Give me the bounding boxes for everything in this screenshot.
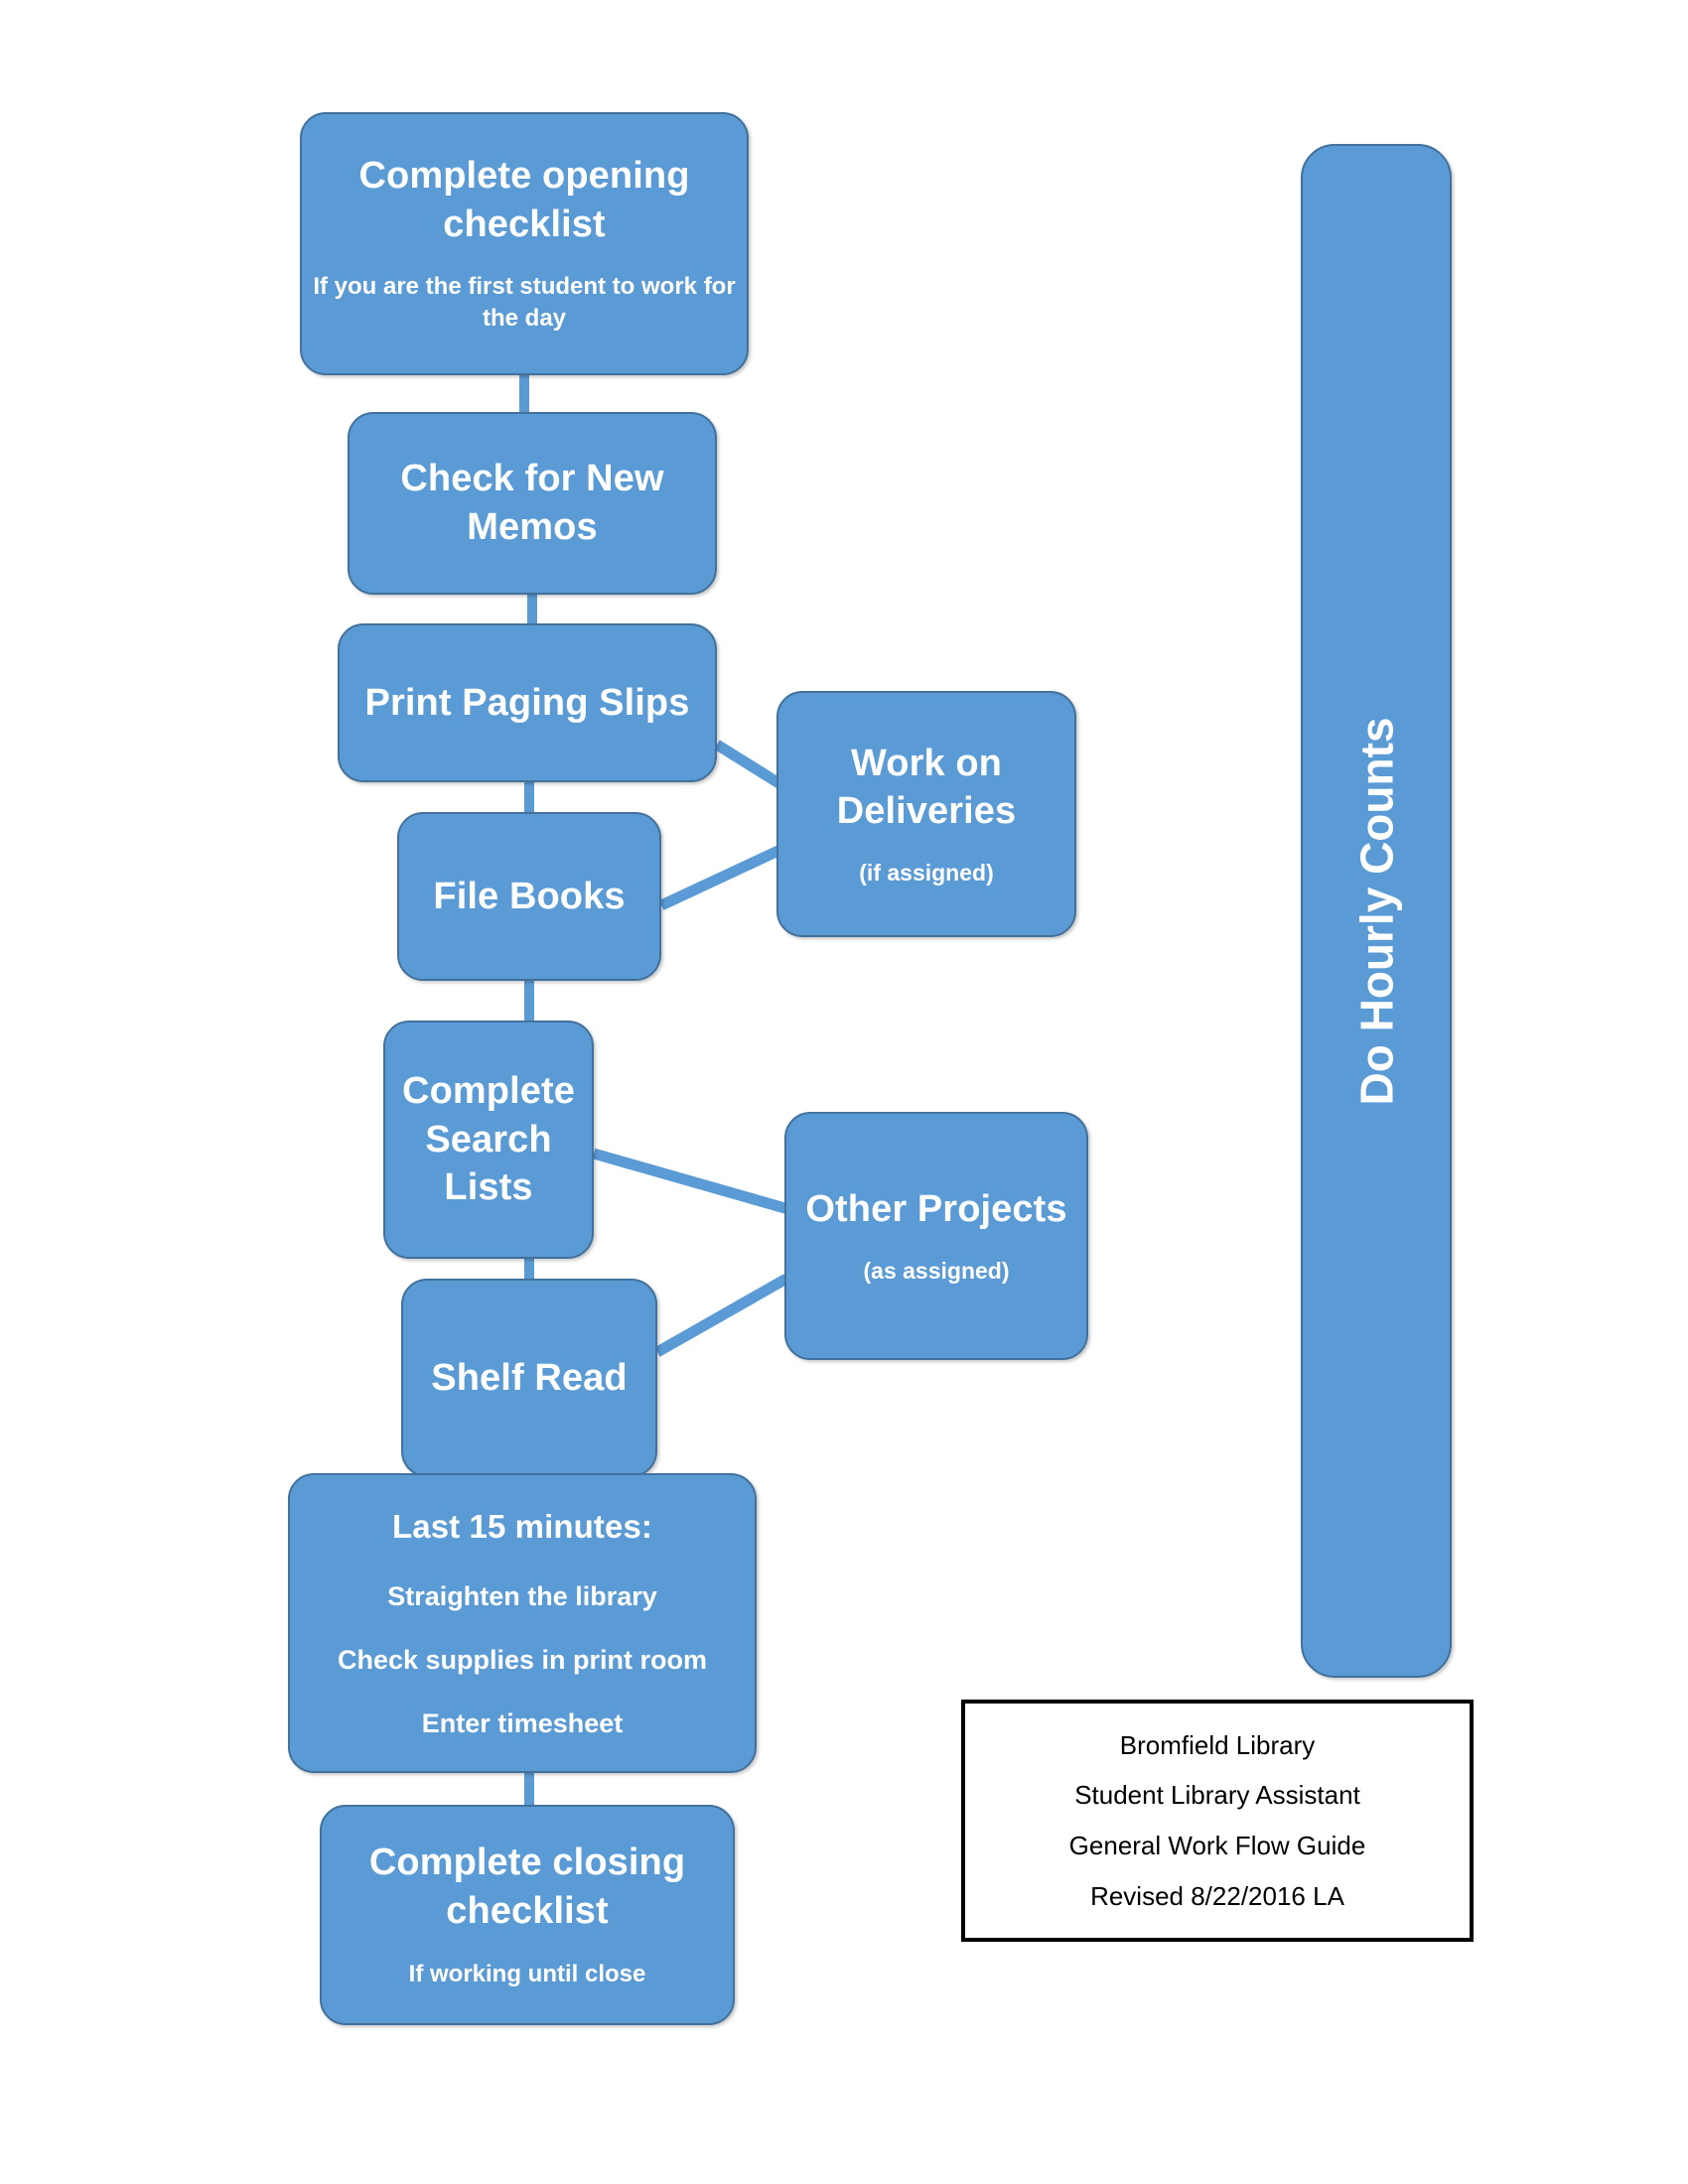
node-do-hourly-counts[interactable]: Do Hourly Counts [1301,144,1452,1678]
node-title: Work on Deliveries [836,742,1017,833]
node-title: Complete opening checklist [358,155,690,246]
connector-search-lists-to-shelf-read [524,1253,534,1289]
connector-paging-to-file-books [524,776,534,822]
node-work-on-deliveries[interactable]: Work on Deliveries (if assigned) [776,691,1076,937]
node-subtitle: (if assigned) [859,860,994,887]
node-task-enter-timesheet: Enter timesheet [421,1708,624,1739]
node-title: Other Projects [805,1188,1067,1231]
node-title: File Books [433,875,626,917]
connector-last-15-minutes-to-closing [524,1767,534,1813]
connector-search-lists-to-other-projects [592,1148,790,1215]
caption-role: Student Library Assistant [1074,1780,1360,1811]
node-complete-search-lists[interactable]: Complete Search Lists [383,1021,594,1259]
connector-paging-to-deliveries [714,740,783,789]
caption-document-title: General Work Flow Guide [1068,1831,1366,1860]
node-check-for-new-memos[interactable]: Check for New Memos [348,412,717,595]
connector-file-books-to-deliveries [658,844,785,910]
node-title: Check for New Memos [400,458,664,548]
node-title: Shelf Read [431,1356,628,1399]
node-task-check-supplies: Check supplies in print room [337,1644,708,1675]
node-subtitle: (as assigned) [863,1257,1010,1284]
node-title: Last 15 minutes: [391,1508,652,1546]
node-complete-closing-checklist[interactable]: Complete closing checklist If working un… [320,1805,735,2025]
node-print-paging-slips[interactable]: Print Paging Slips [338,623,717,782]
node-complete-opening-checklist[interactable]: Complete opening checklist If you are th… [300,112,749,375]
node-title: Do Hourly Counts [1350,717,1403,1105]
connector-shelf-read-to-other-projects [654,1274,789,1357]
node-subtitle: If you are the first student to work for… [313,272,736,333]
node-task-straighten-library: Straighten the library [387,1580,657,1611]
node-last-15-minutes[interactable]: Last 15 minutes: Straighten the library … [288,1473,757,1773]
node-other-projects[interactable]: Other Projects (as assigned) [784,1112,1088,1360]
connector-opening-to-memos [519,369,529,421]
connector-file-books-to-search-lists [524,975,534,1030]
node-title: Complete closing checklist [368,1842,686,1932]
caption-revision: Revised 8/22/2016 LA [1090,1880,1344,1911]
caption-box: Bromfield Library Student Library Assist… [961,1700,1474,1942]
node-subtitle: If working until close [408,1961,646,1988]
connector-memos-to-paging [527,588,537,633]
node-title: Complete Search Lists [402,1070,575,1209]
node-file-books[interactable]: File Books [397,812,661,981]
caption-library-name: Bromfield Library [1119,1729,1316,1760]
node-shelf-read[interactable]: Shelf Read [401,1279,657,1477]
node-title: Print Paging Slips [364,681,690,724]
